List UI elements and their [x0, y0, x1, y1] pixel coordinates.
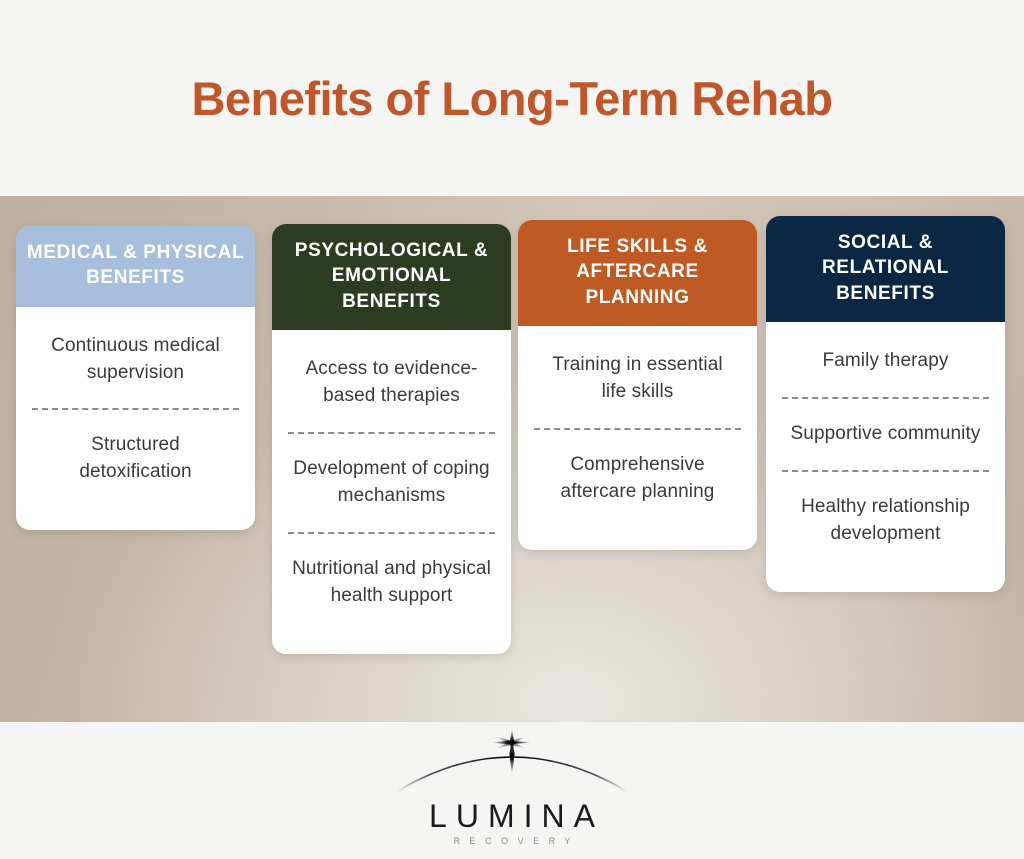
logo-wordmark: LUMINA	[429, 798, 604, 834]
page-title: Benefits of Long-Term Rehab	[191, 71, 833, 125]
benefit-item: Family therapy	[822, 349, 949, 371]
benefit-item: Comprehensive aftercare planning	[534, 427, 741, 528]
benefits-cards-band: MEDICAL & PHYSICAL BENEFITS Continuous m…	[0, 196, 1024, 722]
benefit-item: Structured detoxification	[32, 408, 239, 508]
benefit-item: Nutritional and physical health support	[288, 531, 495, 632]
benefit-card-body: Access to evidence-based therapies Devel…	[272, 329, 511, 654]
benefit-item: Development of coping mechanisms	[288, 431, 495, 532]
arc-with-sparkle-icon	[395, 729, 629, 793]
benefit-card-header: LIFE SKILLS & AFTERCARE PLANNING	[518, 220, 757, 326]
benefit-item: Continuous medical supervision	[51, 334, 220, 383]
footer-band: LUMINA RECOVERY	[0, 722, 1024, 859]
benefit-card-psychological-emotional: PSYCHOLOGICAL & EMOTIONAL BENEFITS Acces…	[272, 224, 511, 654]
benefit-card-body: Family therapy Supportive community Heal…	[766, 321, 1005, 592]
benefit-card-body: Continuous medical supervision Structure…	[16, 306, 255, 531]
lumina-recovery-logo: LUMINA RECOVERY	[392, 722, 632, 859]
benefit-item: Supportive community	[782, 396, 989, 470]
benefit-card-life-skills-aftercare: LIFE SKILLS & AFTERCARE PLANNING Trainin…	[518, 220, 757, 550]
title-band: Benefits of Long-Term Rehab	[0, 0, 1024, 196]
benefit-item: Healthy relationship development	[782, 469, 989, 570]
benefit-card-medical-physical: MEDICAL & PHYSICAL BENEFITS Continuous m…	[16, 226, 255, 531]
benefit-card-social-relational: SOCIAL & RELATIONAL BENEFITS Family ther…	[766, 216, 1005, 592]
benefit-item: Training in essential life skills	[552, 353, 723, 402]
benefit-card-header: SOCIAL & RELATIONAL BENEFITS	[766, 216, 1005, 322]
logo-tagline: RECOVERY	[453, 836, 580, 846]
benefit-item: Access to evidence-based therapies	[305, 357, 478, 406]
benefit-card-header: MEDICAL & PHYSICAL BENEFITS	[16, 226, 255, 307]
benefit-card-body: Training in essential life skills Compre…	[518, 325, 757, 550]
benefit-card-header: PSYCHOLOGICAL & EMOTIONAL BENEFITS	[272, 224, 511, 330]
